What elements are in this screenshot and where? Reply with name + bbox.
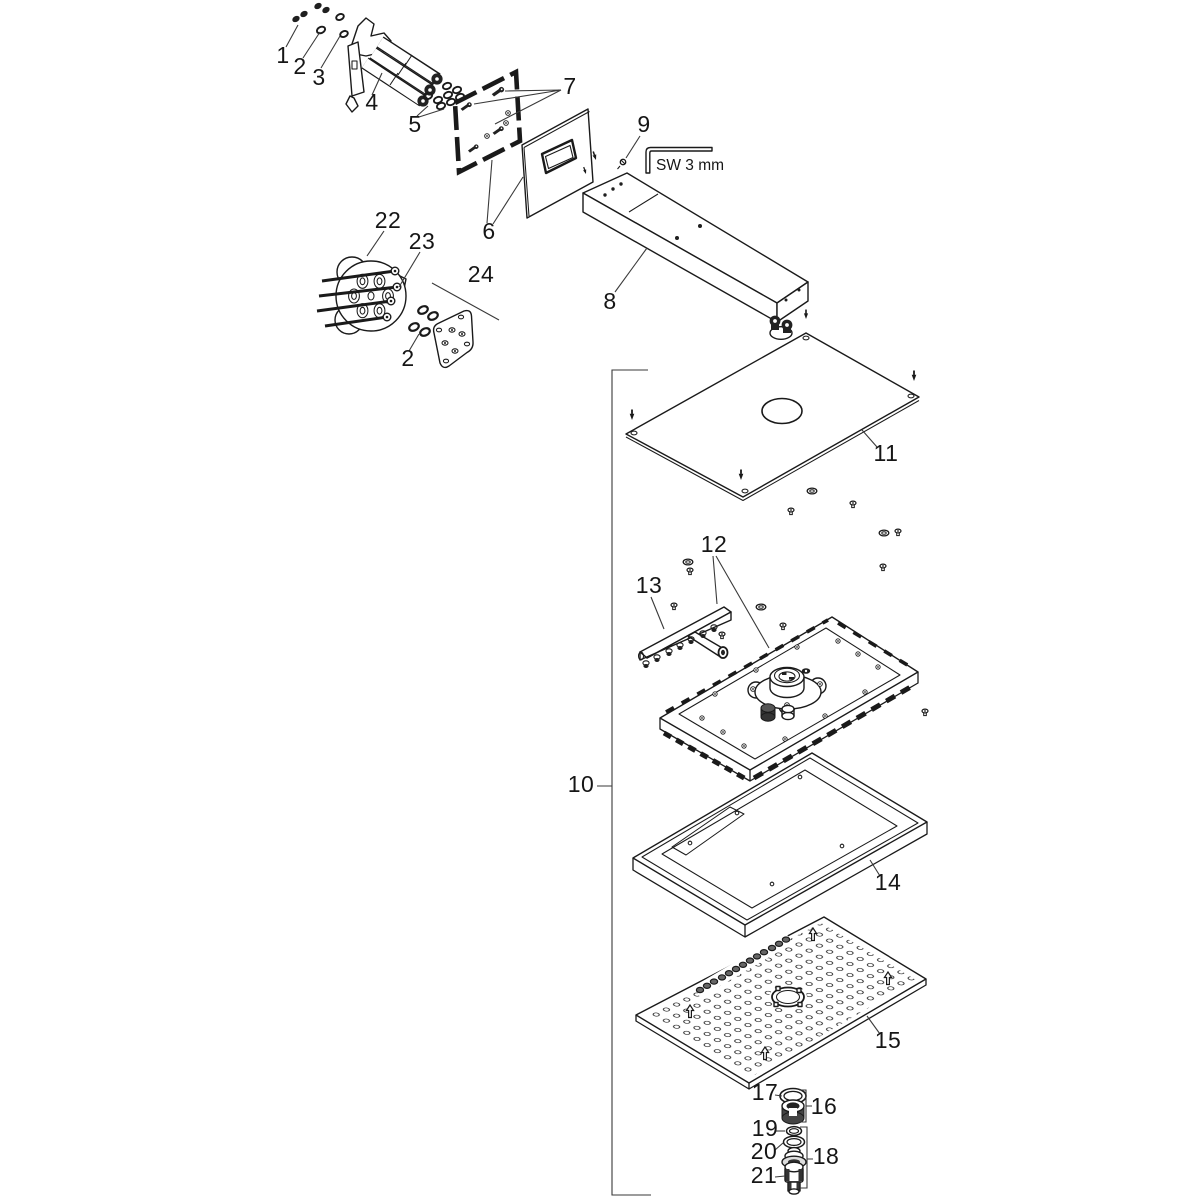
part-15-spray-plate [635,916,927,1090]
label-3: 3 [312,64,325,90]
part-3-orings [335,13,349,38]
label-18: 18 [813,1143,840,1169]
label-4: 4 [365,89,378,115]
part-6-cover-plate [521,108,594,219]
label-8: 8 [603,288,616,314]
label-11: 11 [874,440,899,466]
leader-lines [285,24,881,1178]
label-1: 1 [276,42,289,68]
label-10: 10 [568,771,595,797]
label-20: 20 [751,1138,778,1164]
label-22: 22 [375,207,402,233]
part-2-oring [315,25,327,35]
hose-connector [769,309,809,341]
part-6-rough-plate [452,68,523,176]
label-15: 15 [875,1027,902,1053]
label-6: 6 [482,218,495,244]
center-outlet [769,985,807,1009]
allen-key-size-note: SW 3 mm [656,157,724,174]
label-17: 17 [752,1079,779,1105]
label-23: 23 [409,228,436,254]
part-14-frame-tray [632,752,928,938]
label-13: 13 [636,572,663,598]
part-1-plugs [292,2,330,23]
part-4-basic-body [345,17,443,113]
part-9-screw [617,158,627,170]
xxl-nozzle-row [695,936,791,994]
label-24: 24 [468,261,495,287]
part-18-bracket [800,1126,813,1189]
label-7: 7 [563,73,576,99]
part-19-oring [785,1125,803,1137]
label-9: 9 [637,111,650,137]
label-19: 19 [752,1115,779,1141]
part-number-labels: 1 2 3 4 5 6 7 8 9 10 11 12 13 14 15 16 1… [276,42,902,1188]
label-21: 21 [751,1162,778,1188]
basic-set-frame [659,616,919,782]
part-20-oring [782,1135,806,1149]
part-16-bushing [781,1099,805,1125]
label-14: 14 [875,869,902,895]
label-12: 12 [701,531,728,557]
label-2-second: 2 [401,345,414,371]
part-24-gasket-plate [432,309,474,369]
allen-key-icon [645,146,713,174]
part-11-cover-plate [625,332,920,502]
part-10-bracket [597,369,651,1196]
label-2: 2 [293,53,306,79]
part-13-spray-manifold [637,606,732,668]
central-flange [747,666,827,722]
part-23-screws [316,266,402,328]
label-5: 5 [408,111,421,137]
part-16-bracket [799,1089,812,1123]
part-21-valve [784,1161,804,1195]
label-16: 16 [811,1093,838,1119]
